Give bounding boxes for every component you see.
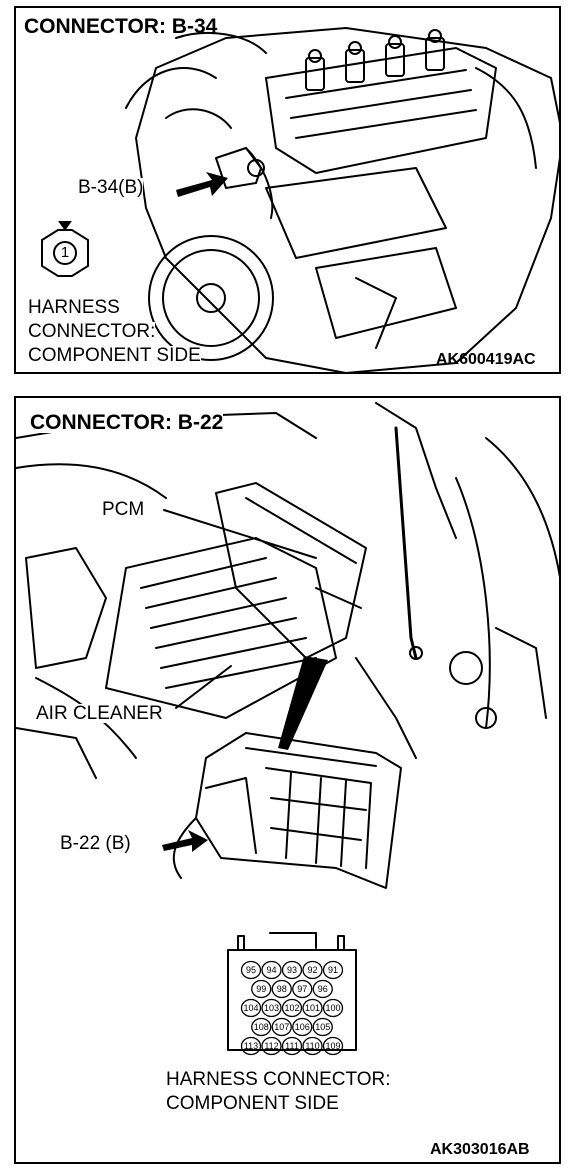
pin-label-110: 110 (305, 1041, 319, 1051)
engine-illustration (41, 27, 559, 372)
pointer-arrow (162, 830, 208, 852)
pin-label-95: 95 (246, 965, 256, 975)
pointer-arrow (176, 172, 228, 197)
connector-b34-symbol (41, 221, 89, 277)
pin-103 (261, 998, 282, 1018)
pin-label-109: 109 (325, 1041, 340, 1051)
pin-98 (271, 979, 292, 999)
panel-title: CONNECTOR: B-22 (30, 411, 224, 434)
pin-93 (281, 960, 303, 980)
pin-label-102: 102 (284, 1003, 299, 1013)
pin-label-106: 106 (295, 1022, 310, 1032)
pin-label-105: 105 (315, 1022, 330, 1032)
connector-callout: B-22 (B) (60, 833, 131, 854)
pin-104 (240, 998, 262, 1018)
pin-number: 1 (60, 244, 70, 261)
panel-title: CONNECTOR: B-34 (24, 15, 218, 38)
pin-100 (322, 998, 344, 1018)
pin-94 (261, 960, 282, 980)
harness-line-2: COMPONENT SIDE (166, 1093, 339, 1114)
pin-96 (312, 979, 333, 999)
pin-111 (281, 1036, 303, 1056)
pin-label-92: 92 (307, 965, 317, 975)
pin-label-104: 104 (243, 1003, 258, 1013)
pin-label-113: 113 (244, 1041, 258, 1051)
pin-107 (271, 1017, 292, 1037)
pin-95 (240, 960, 262, 980)
pin-label-93: 93 (287, 965, 297, 975)
pin-99 (251, 979, 272, 999)
pin-105 (312, 1017, 333, 1037)
pin-101 (302, 998, 323, 1018)
pin-110 (302, 1036, 323, 1056)
pin-label-98: 98 (277, 984, 287, 994)
pin-91 (322, 960, 344, 980)
pin-label-107: 107 (274, 1022, 289, 1032)
connector-callout: B-34(B) (78, 177, 144, 198)
pin-label-96: 96 (318, 984, 328, 994)
pin-label-97: 97 (297, 984, 307, 994)
pin-label-103: 103 (264, 1003, 279, 1013)
pin-113 (240, 1036, 262, 1056)
pin-label-100: 100 (325, 1003, 340, 1013)
pin-106 (292, 1017, 313, 1037)
air-cleaner-label: AIR CLEANER (36, 703, 163, 724)
pcm-label: PCM (102, 499, 145, 520)
figure-code: AK600419AC (436, 351, 536, 368)
pin-97 (292, 979, 313, 999)
engine-bay-illustration: 95 94 93 92 91 99 98 97 96 104 103 102 101 100 108 107 1… (16, 402, 559, 1056)
connector-b34-panel: CONNECTOR: B-34 B-34(B) 1 HARNESS CONNEC… (14, 6, 561, 374)
pin-label-94: 94 (266, 965, 276, 975)
pin-112 (261, 1036, 282, 1056)
pin-108 (251, 1017, 272, 1037)
connector-b22-panel: 95 94 93 92 91 99 98 97 96 104 103 102 101 100 108 107 1… (14, 396, 561, 1164)
zoom-pointer (278, 656, 328, 750)
pin-label-111: 111 (285, 1041, 299, 1051)
pin-label-101: 101 (305, 1003, 320, 1013)
pin-109 (322, 1036, 344, 1056)
pin-grid: 95 94 93 92 91 99 98 97 96 104 103 102 101 100 108 107 1… (240, 960, 344, 1056)
harness-line-1: HARNESS (28, 297, 120, 318)
pin-label-99: 99 (256, 984, 266, 994)
pin-label-108: 108 (254, 1022, 269, 1032)
harness-line-2: CONNECTOR: (28, 321, 156, 342)
pin-label-112: 112 (264, 1041, 278, 1051)
harness-line-1: HARNESS CONNECTOR: (166, 1069, 391, 1090)
harness-line-3: COMPONENT SIDE (28, 345, 201, 366)
pin-102 (281, 998, 303, 1018)
figure-code: AK303016AB (430, 1141, 530, 1158)
pin-label-91: 91 (328, 965, 338, 975)
pin-92 (302, 960, 323, 980)
